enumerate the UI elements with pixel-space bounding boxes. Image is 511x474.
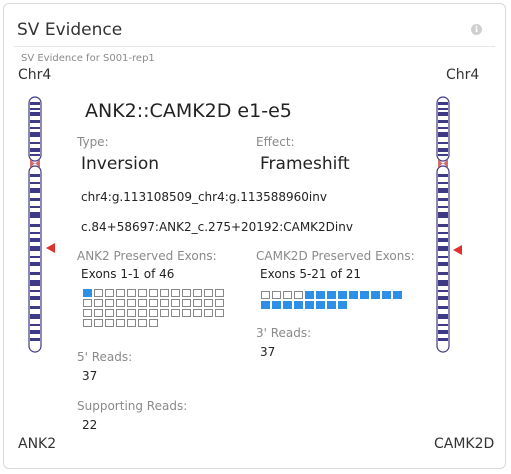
exon-square (261, 291, 270, 299)
exon-square (272, 301, 281, 309)
exon-square (105, 289, 114, 297)
exon-square (294, 301, 303, 309)
exon-square (316, 301, 325, 309)
exon-square (338, 301, 347, 309)
type-label: Type: (77, 135, 109, 149)
exon-square (105, 319, 114, 327)
exon-square (204, 299, 213, 307)
exon-square (261, 301, 270, 309)
exon-square (127, 309, 136, 317)
exon-square (182, 299, 191, 307)
exon-square (171, 309, 180, 317)
exon-square (305, 301, 314, 309)
exon-square (94, 299, 103, 307)
exon-square (327, 301, 336, 309)
coding-coordinates: c.84+58697:ANK2_c.275+20192:CAMK2Dinv (81, 220, 353, 234)
exon-square (182, 309, 191, 317)
right-gene-label: CAMK2D (434, 436, 495, 452)
exon-square (193, 299, 202, 307)
exon-square (94, 309, 103, 317)
camk2d-exon-grid (261, 291, 402, 309)
sv-evidence-card: SV Evidence i SV Evidence for S001-rep1 … (3, 3, 506, 469)
card-title: SV Evidence (17, 20, 123, 40)
exon-square (393, 291, 402, 299)
exon-square (149, 299, 158, 307)
exon-square (327, 291, 336, 299)
exon-square (116, 319, 125, 327)
exon-square (360, 291, 369, 299)
exon-square (149, 309, 158, 317)
five-prime-reads-value: 37 (82, 369, 98, 383)
right-chromosome-label: Chr4 (446, 67, 480, 83)
exon-square (171, 289, 180, 297)
right-breakpoint-arrow-icon (453, 245, 462, 255)
camk2d-exons-summary: Exons 5-21 of 21 (260, 267, 362, 281)
exon-square (193, 289, 202, 297)
ank2-exons-label: ANK2 Preserved Exons: (77, 249, 217, 263)
left-gene-label: ANK2 (18, 436, 57, 452)
exon-square (371, 291, 380, 299)
exon-square (138, 319, 147, 327)
exon-square (94, 319, 103, 327)
exon-square (127, 289, 136, 297)
exon-square (149, 319, 158, 327)
exon-square (160, 289, 169, 297)
exon-square (283, 291, 292, 299)
left-chromosome-ideogram (28, 96, 42, 354)
exon-square (138, 289, 147, 297)
five-prime-reads-label: 5' Reads: (77, 350, 133, 364)
exon-square (116, 289, 125, 297)
exon-square (204, 289, 213, 297)
ank2-exon-grid (83, 289, 224, 327)
left-chromosome-label: Chr4 (18, 67, 52, 83)
supporting-reads-label: Supporting Reads: (77, 399, 188, 413)
genomic-coordinates: chr4:g.113108509_chr4:g.113588960inv (81, 190, 327, 204)
info-icon[interactable]: i (471, 24, 482, 35)
sv-fusion-title: ANK2::CAMK2D e1-e5 (85, 100, 292, 122)
right-chromosome-ideogram (436, 96, 450, 354)
effect-value: Frameshift (260, 154, 350, 174)
camk2d-exons-label: CAMK2D Preserved Exons: (256, 249, 415, 263)
exon-square (83, 309, 92, 317)
exon-square (193, 309, 202, 317)
type-value: Inversion (81, 154, 160, 174)
exon-square (160, 299, 169, 307)
exon-square (283, 301, 292, 309)
exon-square (294, 291, 303, 299)
exon-square (160, 309, 169, 317)
effect-label: Effect: (256, 135, 295, 149)
divider (14, 46, 495, 47)
exon-square (138, 299, 147, 307)
exon-square (138, 309, 147, 317)
exon-square (272, 291, 281, 299)
exon-square (204, 309, 213, 317)
exon-square (215, 299, 224, 307)
exon-square (382, 291, 391, 299)
exon-square (83, 299, 92, 307)
exon-square (149, 289, 158, 297)
card-subtitle: SV Evidence for S001-rep1 (21, 53, 155, 64)
left-breakpoint-arrow-icon (46, 243, 55, 253)
exon-square (127, 299, 136, 307)
supporting-reads-value: 22 (82, 418, 98, 432)
exon-square (83, 319, 92, 327)
exon-square (171, 299, 180, 307)
three-prime-reads-label: 3' Reads: (256, 326, 312, 340)
exon-square (116, 299, 125, 307)
exon-square (305, 291, 314, 299)
exon-square (116, 309, 125, 317)
exon-square (182, 289, 191, 297)
exon-square (215, 309, 224, 317)
exon-square (215, 289, 224, 297)
exon-square (83, 289, 92, 297)
three-prime-reads-value: 37 (260, 345, 276, 359)
exon-square (338, 291, 347, 299)
exon-square (349, 291, 358, 299)
ank2-exons-summary: Exons 1-1 of 46 (81, 267, 175, 281)
exon-square (94, 289, 103, 297)
exon-square (105, 299, 114, 307)
exon-square (316, 291, 325, 299)
exon-square (105, 309, 114, 317)
exon-square (127, 319, 136, 327)
